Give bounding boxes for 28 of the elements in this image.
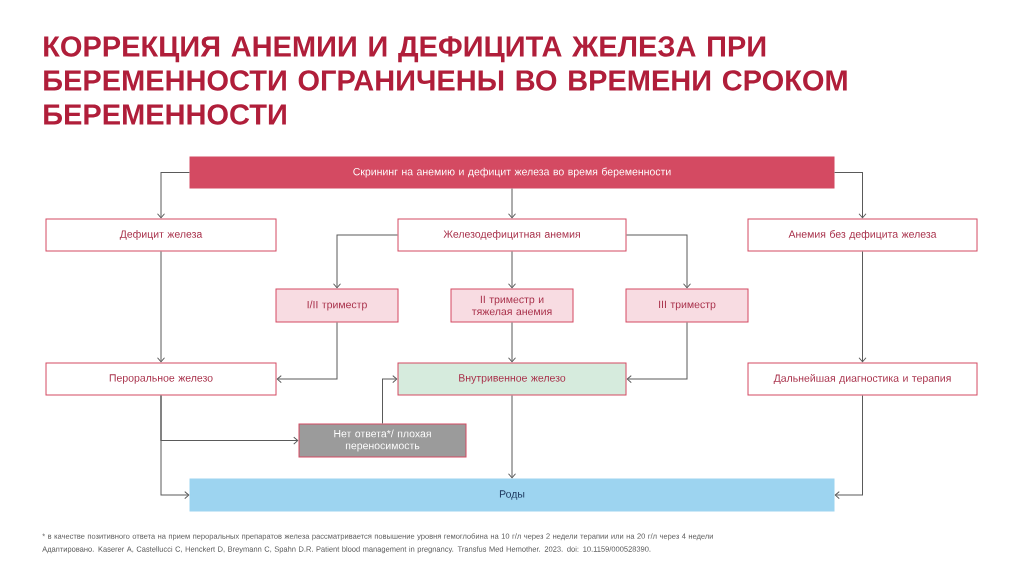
arrow bbox=[333, 234, 398, 289]
slide-title: КОРРЕКЦИЯ АНЕМИИ И ДЕФИЦИТА ЖЕЛЕЗА ПРИ БЕРЕМЕННОСТИ ОГРАНИЧЕНЫ ВО ВРЕМЕНИ СРОКОМ БЕРЕМЕННОСТИ bbox=[44, 36, 847, 125]
arrow bbox=[858, 251, 867, 363]
process-box: Дальнейшая диагностика и терапия bbox=[747, 362, 978, 396]
trimester-box: III триместр bbox=[625, 288, 749, 323]
arrow bbox=[508, 395, 516, 479]
arrow bbox=[382, 375, 398, 424]
arrow bbox=[157, 172, 190, 219]
process-box: Анемия без дефицита железа bbox=[747, 218, 978, 252]
arrow bbox=[508, 251, 516, 289]
outcome-box: Нет ответа*/ плохая переносимость bbox=[298, 423, 467, 458]
process-box: Пероральное железо bbox=[45, 362, 277, 396]
arrow bbox=[508, 322, 516, 363]
arrow bbox=[626, 322, 688, 383]
process-box: Железодефицитная анемия bbox=[397, 218, 627, 252]
arrow bbox=[157, 251, 165, 363]
arrow bbox=[626, 234, 691, 289]
trimester-box: II триместр и тяжелая анемия bbox=[450, 288, 574, 323]
arrow bbox=[160, 395, 190, 499]
arrow bbox=[834, 172, 867, 219]
treatment-box: Внутривенное железо bbox=[397, 362, 627, 396]
arrow bbox=[276, 322, 338, 383]
arrow bbox=[834, 395, 863, 499]
process-box: Дефицит железа bbox=[45, 218, 277, 252]
arrow bbox=[508, 188, 516, 219]
trimester-box: I/II триместр bbox=[275, 288, 399, 323]
delivery-band: Роды bbox=[189, 478, 835, 512]
title-box: Скрининг на анемию и дефицит железа во время беременности bbox=[189, 156, 835, 189]
